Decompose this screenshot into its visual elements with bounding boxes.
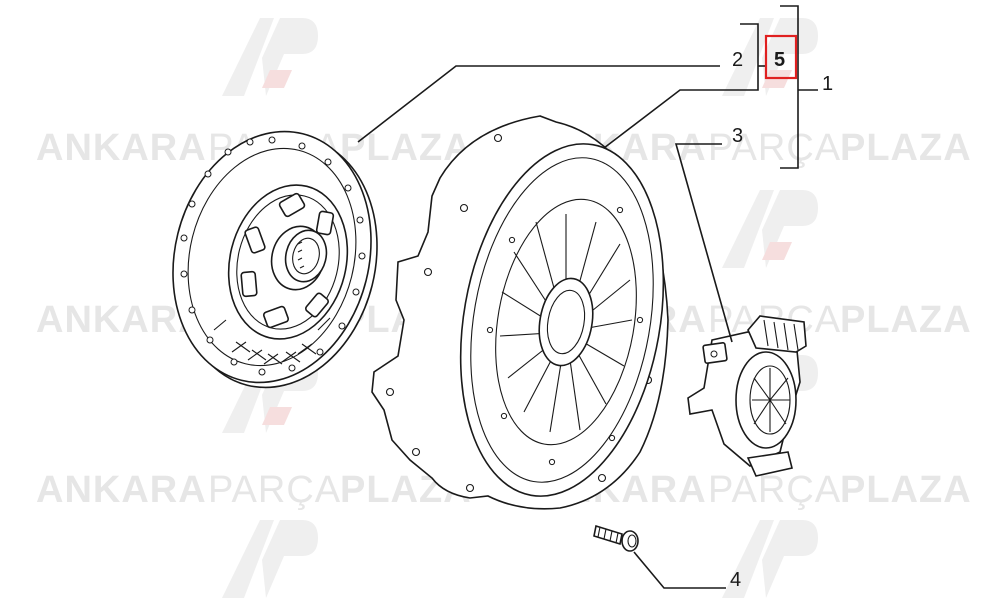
part-label-highlighted[interactable]: 5: [774, 49, 785, 71]
watermark-logo: [722, 520, 818, 598]
bearing-fins: [752, 368, 790, 432]
highlight-box: [764, 34, 798, 80]
watermark-text: PLAZA: [840, 299, 972, 341]
release-bearing[interactable]: [687, 315, 807, 477]
leader-lines: [357, 5, 818, 589]
watermark-text: ANKARA: [36, 127, 207, 169]
disc-rivets: [180, 136, 366, 376]
clutch-disc[interactable]: [147, 110, 403, 408]
watermark-text: PARÇA: [708, 469, 841, 511]
watermark-text: PLAZA: [840, 469, 972, 511]
part-label-assembly[interactable]: 1: [822, 73, 833, 95]
watermark-logo: [222, 520, 318, 598]
part-label-disc[interactable]: 2: [732, 49, 743, 71]
disc-texture: [213, 317, 331, 365]
watermark-logo: [222, 18, 318, 96]
cover-rivets: [486, 206, 644, 466]
bolt[interactable]: [593, 524, 639, 552]
watermark-text: PARÇA: [208, 469, 341, 511]
watermark-text: ANKARA: [36, 469, 207, 511]
watermark-text: PLAZA: [840, 127, 972, 169]
watermark-logo: [722, 190, 818, 268]
pressure-plate-cover[interactable]: [371, 115, 689, 512]
watermark-text: PARÇA: [708, 127, 841, 169]
watermark-text: PLAZA: [340, 127, 472, 169]
part-label-bearing[interactable]: 3: [732, 125, 743, 147]
damper-springs: [240, 192, 335, 329]
part-label-bolt[interactable]: 4: [730, 569, 741, 591]
